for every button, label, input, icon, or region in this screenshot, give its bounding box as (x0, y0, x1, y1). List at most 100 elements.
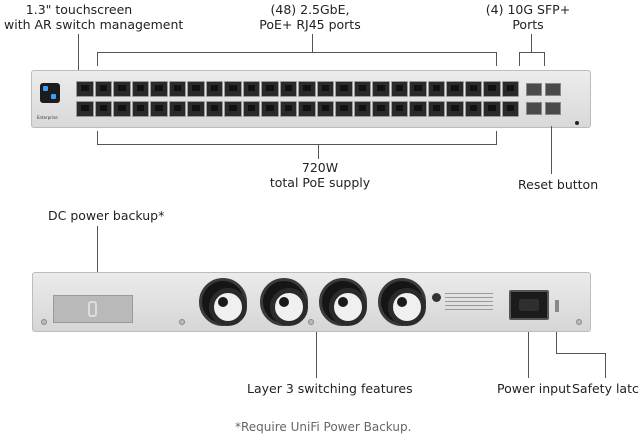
safety-latch-leader-h (556, 353, 606, 354)
touchscreen-leader (78, 34, 79, 70)
sfp-port-group (526, 83, 561, 115)
rj45-port (224, 81, 242, 97)
dc-backup-port (53, 295, 133, 323)
fan-icon (199, 278, 247, 326)
rj45-port (279, 101, 297, 117)
sfp-bracket (519, 52, 545, 66)
rj45-port (150, 81, 168, 97)
rj45-port (353, 81, 371, 97)
rj45-port (76, 101, 94, 117)
power-input-callout: Power input (497, 381, 571, 396)
brand-logo-icon (432, 293, 441, 302)
safety-latch-leader-v1 (556, 332, 557, 354)
rj45-port (464, 81, 482, 97)
brand-label: Enterprise (37, 115, 58, 120)
sfp-callout: (4) 10G SFP+ Ports (478, 2, 578, 32)
rj45-port (279, 81, 297, 97)
rj45-callout-line1: (48) 2.5GbE, (270, 2, 350, 17)
rj45-port (76, 81, 94, 97)
rj45-port (187, 101, 205, 117)
rj45-port (316, 101, 334, 117)
reset-leader (551, 126, 552, 174)
rj45-port (335, 101, 353, 117)
rj45-port (501, 81, 519, 97)
rj45-port (261, 101, 279, 117)
rj45-port (409, 81, 427, 97)
screw (179, 319, 185, 325)
rj45-port (150, 101, 168, 117)
rj45-port (501, 101, 519, 117)
rj45-port-group-3 (372, 81, 519, 117)
switch-front-panel: Enterprise (31, 70, 591, 128)
footnote: *Require UniFi Power Backup. (235, 420, 412, 434)
rj45-port-group-1 (76, 81, 223, 117)
poe-bracket (97, 131, 497, 145)
poe-leader (318, 145, 319, 159)
safety-latch-callout: Safety latch (572, 381, 640, 396)
fan-icon (260, 278, 308, 326)
rj45-port-group-2 (224, 81, 371, 117)
rj45-port (94, 101, 112, 117)
poe-callout-line1: 720W (301, 160, 339, 175)
rj45-port (446, 81, 464, 97)
poe-callout-line2: total PoE supply (269, 175, 371, 190)
regulatory-marks (445, 293, 493, 311)
rj45-port (390, 81, 408, 97)
fan-icon (319, 278, 367, 326)
rj45-port (483, 81, 501, 97)
screw (41, 319, 47, 325)
rj45-port (409, 101, 427, 117)
rj45-port (168, 101, 186, 117)
rj45-port (427, 81, 445, 97)
rj45-port (131, 101, 149, 117)
rj45-port (205, 101, 223, 117)
dc-backup-callout: DC power backup* (48, 208, 165, 223)
rj45-port (483, 101, 501, 117)
sfp-port (526, 102, 542, 115)
power-input-leader (528, 332, 529, 378)
rj45-port (446, 101, 464, 117)
rj45-port (335, 81, 353, 97)
rj45-port (298, 81, 316, 97)
rj45-port (131, 81, 149, 97)
ui-logo-icon (88, 301, 97, 317)
fan-icon (378, 278, 426, 326)
safety-latch (555, 300, 559, 312)
layer3-callout: Layer 3 switching features (247, 381, 413, 396)
reset-callout: Reset button (518, 177, 599, 192)
sfp-leader (531, 34, 532, 52)
rj45-port (298, 101, 316, 117)
rj45-port (372, 101, 390, 117)
reset-button (575, 121, 579, 125)
layer3-leader (316, 332, 317, 378)
rj45-port (113, 81, 131, 97)
rj45-bracket (97, 52, 497, 66)
screw (576, 319, 582, 325)
switch-rear-panel (32, 272, 591, 332)
rj45-port (316, 81, 334, 97)
rj45-port (205, 81, 223, 97)
rj45-leader (312, 34, 313, 52)
sfp-port (545, 83, 561, 96)
rj45-port (390, 101, 408, 117)
rj45-port (113, 101, 131, 117)
sfp-port (545, 102, 561, 115)
rj45-port (464, 101, 482, 117)
rj45-port (242, 81, 260, 97)
touchscreen-callout-line1: 1.3" touchscreen (25, 2, 133, 17)
rj45-port (187, 81, 205, 97)
poe-callout: 720W total PoE supply (255, 160, 385, 190)
rj45-port (224, 101, 242, 117)
power-inlet (509, 290, 549, 320)
rj45-callout: (48) 2.5GbE, PoE+ RJ45 ports (245, 2, 375, 32)
safety-latch-leader-v2 (605, 353, 606, 378)
touchscreen-callout: 1.3" touchscreen with AR switch manageme… (4, 2, 184, 32)
touchscreen (40, 83, 60, 103)
rj45-port (372, 81, 390, 97)
rj45-port (168, 81, 186, 97)
dc-backup-leader (97, 226, 98, 272)
sfp-callout-line2: Ports (512, 17, 544, 32)
sfp-callout-line1: (4) 10G SFP+ (485, 2, 571, 17)
touchscreen-callout-line2: with AR switch management (4, 17, 184, 32)
rj45-port (261, 81, 279, 97)
